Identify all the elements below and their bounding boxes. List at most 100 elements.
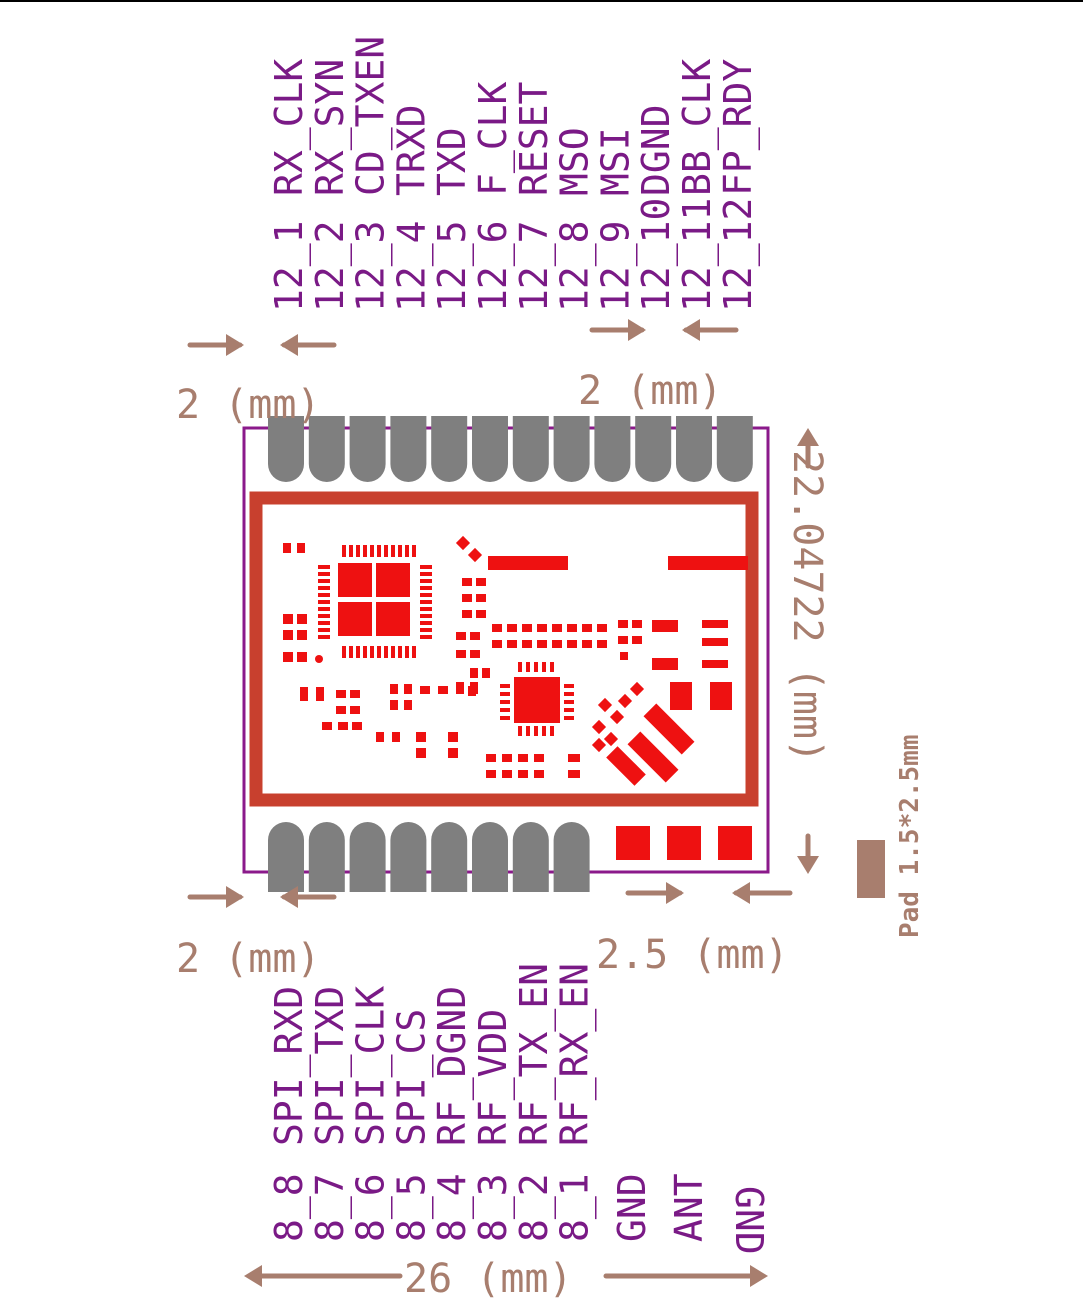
smd-pad (363, 646, 367, 658)
smd-pad (564, 716, 574, 720)
smd-pad (567, 624, 577, 632)
smd-pad (500, 700, 510, 704)
rf-square-pads (616, 826, 752, 860)
bottom-pin-name: RF_TX_EN (512, 963, 557, 1146)
smd-pad (420, 579, 432, 583)
smd-pad (500, 716, 510, 720)
qfn-die-pad (376, 602, 410, 636)
smd-pad (420, 572, 432, 576)
smd-pad (652, 620, 678, 632)
top-pin-pad (349, 416, 386, 482)
smd-pad (322, 722, 332, 730)
smd-pad (534, 754, 544, 762)
smd-pad (297, 630, 307, 640)
smd-pad (652, 658, 678, 670)
smd-pad (518, 662, 522, 672)
top-pin-name: BB_CLK (675, 59, 720, 196)
smd-pad (552, 624, 562, 632)
top-pin-number: 12_5 (430, 220, 475, 312)
smd-pad (420, 607, 432, 611)
top-pin-pad (676, 416, 712, 482)
smd-pad (568, 754, 580, 762)
top-pin-name: RX_CLK (267, 59, 312, 196)
top-pin-pad (308, 416, 345, 482)
smd-pad (420, 593, 432, 597)
arrow-head (628, 319, 646, 341)
smd-pad (492, 624, 502, 632)
arrow-head (666, 882, 684, 904)
qfn-die-pad (338, 602, 372, 636)
smd-pad (342, 545, 346, 557)
smd-pad (416, 748, 426, 758)
capacitor-pad (710, 682, 732, 710)
smd-pad (416, 732, 426, 742)
pin1-marker (315, 655, 323, 663)
top-pin-name: CD_TXEN (349, 36, 394, 196)
rf-pad-label-gnd-2: GND (727, 1186, 771, 1255)
smd-pad (318, 635, 330, 639)
smd-pad (476, 594, 486, 602)
capacitor-pad (670, 682, 692, 710)
top-pin-name: MSI (593, 127, 637, 196)
smd-pad-rotated (629, 681, 645, 697)
smd-pad (412, 545, 416, 557)
rotated-pad (627, 731, 679, 783)
smd-pad-rotated (597, 697, 613, 713)
top-pin-pad (268, 416, 304, 482)
bottom-pin-number: 8_7 (308, 1173, 353, 1242)
smd-pad (564, 684, 574, 688)
smd-pad (507, 624, 517, 632)
smd-pad (412, 646, 416, 658)
top-pin-number: 12_7 (512, 220, 557, 312)
arrow-head (797, 856, 819, 874)
top-pin-row (268, 416, 753, 482)
smd-pad (283, 614, 293, 624)
smd-pad (370, 545, 374, 557)
smd-pad (336, 706, 346, 714)
smd-pad (502, 754, 512, 762)
top-pin-pad (431, 416, 468, 482)
smd-pad (376, 732, 384, 742)
rf-pad-ant (667, 826, 701, 860)
dim-label-bottom-right: 2.5 (mm) (596, 932, 789, 978)
top-pin-name: TRXD (389, 104, 433, 196)
smd-pad (318, 600, 330, 604)
top-pin-number: 12_11 (675, 198, 720, 312)
smd-pad (542, 726, 546, 736)
smd-pad (470, 632, 480, 640)
bottom-pin-pad (308, 822, 345, 892)
top-header-labels: 12_1RX_CLK12_2RX_SYN12_3CD_TXEN12_4TRXD1… (267, 36, 761, 312)
dim-label-width: 26 (mm) (404, 1256, 573, 1302)
smd-pad (482, 668, 490, 678)
smd-pad (318, 579, 330, 583)
bottom-pin-name: SPI_TXD (308, 986, 353, 1146)
smd-pad (537, 640, 547, 648)
trace-pad-right (668, 556, 748, 570)
smd-pad (377, 646, 381, 658)
qfn-die-pad (376, 563, 410, 597)
smd-pad (702, 638, 728, 646)
smd-pad (391, 646, 395, 658)
smd-pad (420, 686, 430, 694)
smd-pad (404, 684, 412, 694)
top-pin-pad (716, 416, 753, 482)
smd-pad (390, 684, 398, 694)
top-pin-name: DGND (634, 104, 678, 196)
smd-pad-rotated (467, 547, 483, 563)
arrow-head (750, 1265, 768, 1287)
top-pin-name: MSO (553, 127, 597, 196)
smd-pad (297, 543, 305, 553)
smd-pad-rotated (591, 719, 607, 735)
smd-pad (456, 682, 464, 694)
small-qfn-die-pad (514, 677, 560, 723)
smd-pad (597, 640, 607, 648)
bottom-pin-pad (268, 822, 304, 892)
trace-pad-left (488, 556, 568, 570)
smd-pad (476, 610, 486, 618)
smd-pad (318, 607, 330, 611)
smd-pad (500, 708, 510, 712)
smd-pad (534, 726, 538, 736)
smd-pad (420, 635, 432, 639)
smd-pad (507, 640, 517, 648)
bottom-header-labels: 8_8SPI_RXD8_7SPI_TXD8_6SPI_CLK8_5SPI_CS8… (267, 963, 598, 1242)
